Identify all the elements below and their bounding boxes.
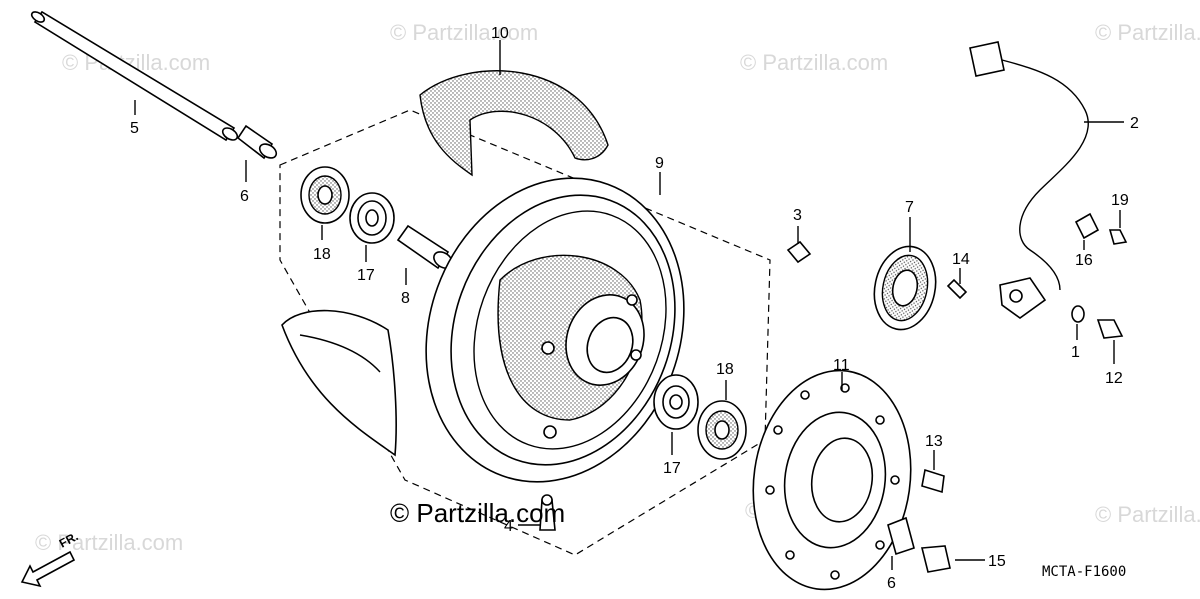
tire-part-10: [419, 70, 609, 177]
watermark-bottom-left: © Partzilla.com: [35, 530, 183, 555]
callout-5: 5: [130, 120, 139, 137]
callout-14: 14: [952, 251, 970, 268]
callout-11: 11: [833, 357, 850, 374]
callout-9: 9: [655, 155, 664, 172]
callout-13: 13: [925, 433, 943, 450]
callout-4: 4: [504, 518, 513, 535]
bearing-part-17-right: [653, 374, 699, 430]
callout-6-top: 6: [240, 188, 249, 205]
brake-disc-part-11: [752, 369, 912, 591]
collar-part-6-right: [887, 516, 915, 556]
callout-16: 16: [1075, 252, 1093, 269]
callout-6-bottom: 6: [887, 575, 896, 592]
bolt-part-12: [1096, 319, 1124, 339]
callout-12: 12: [1105, 370, 1123, 387]
callout-19: 19: [1111, 192, 1129, 209]
callout-8: 8: [401, 290, 410, 307]
callout-18-left: 18: [313, 246, 331, 263]
fender-section: [281, 309, 397, 457]
sensor-harness-part-2: [969, 41, 1089, 319]
watermark-far-right: © Partzilla.com: [1095, 20, 1200, 45]
leader-lines: [134, 40, 1124, 570]
bearing-part-18-left: [300, 166, 350, 224]
diagram-code: MCTA-F1600: [1042, 564, 1126, 580]
bolt-part-15: [920, 545, 951, 573]
fender-edge-line: [299, 334, 381, 373]
valve-part-4: [539, 494, 556, 531]
callout-18-right: 18: [716, 361, 734, 378]
wheel-part-9: [425, 177, 685, 483]
watermark-foreground: © Partzilla.com: [390, 498, 565, 528]
bearing-part-18-right: [697, 400, 747, 460]
callout-17-right: 17: [663, 460, 681, 477]
axle-part-5: [30, 10, 239, 142]
callout-3: 3: [793, 207, 802, 224]
callout-labels: 1 2 3 4 5 6 6 7 8 9 10 11 12 13 14 15 16…: [130, 25, 1139, 592]
callout-15: 15: [988, 553, 1006, 570]
clip-part-3: [786, 240, 812, 264]
callout-2: 2: [1130, 115, 1139, 132]
watermark-bottom-right: © Partzilla.com: [1095, 502, 1200, 527]
washer-part-1: [1071, 305, 1085, 323]
callout-17-left: 17: [357, 267, 375, 284]
bearing-part-17-left: [349, 192, 395, 244]
pulser-ring-part-7: [873, 245, 937, 331]
callout-1: 1: [1071, 344, 1080, 361]
front-direction-arrow: FR.: [20, 529, 80, 588]
collar-part-6: [236, 124, 278, 160]
bolt-part-14: [946, 278, 968, 300]
bolt-part-19: [1108, 229, 1128, 245]
watermark-top-center: © Partzilla.com: [390, 20, 538, 45]
bolt-part-13: [921, 468, 945, 494]
callout-10: 10: [491, 25, 509, 42]
watermark-top-right: © Partzilla.com: [740, 50, 888, 75]
bracket-part-16: [1074, 212, 1100, 240]
callout-7: 7: [905, 199, 914, 216]
